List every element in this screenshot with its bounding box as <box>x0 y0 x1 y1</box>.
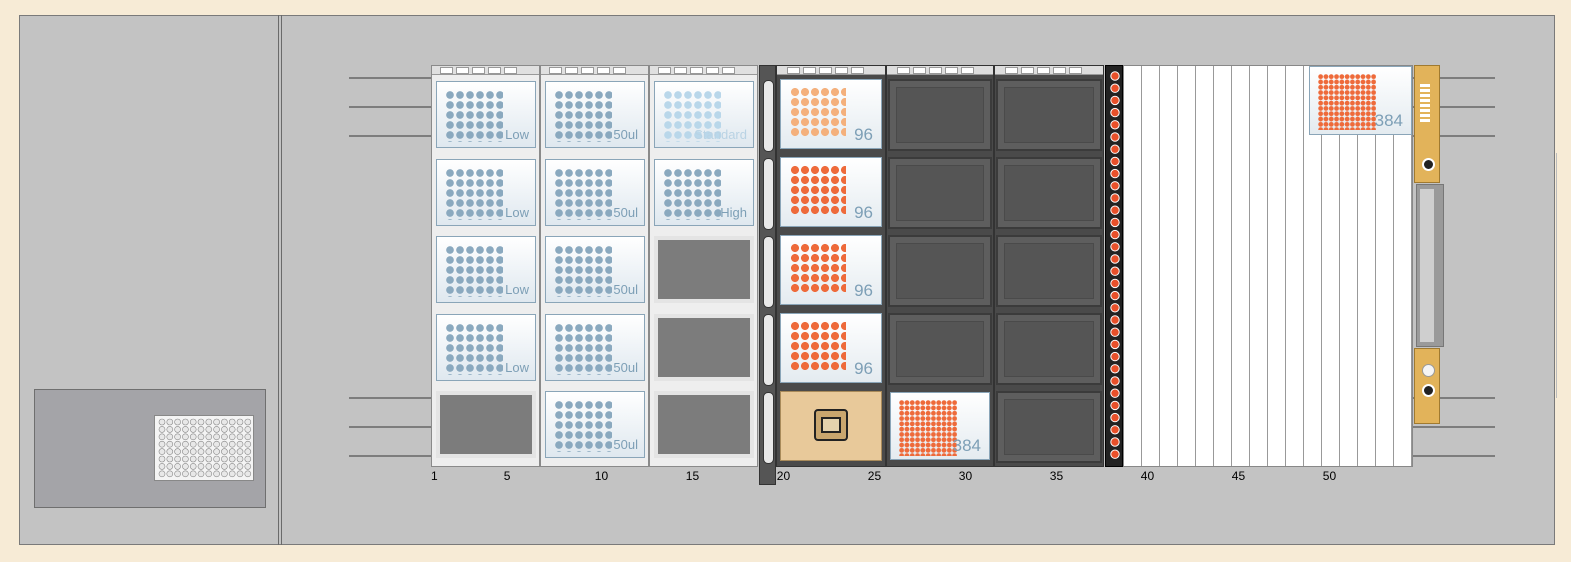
tip-rack[interactable]: 50ul <box>545 236 645 303</box>
tip-rack-label: High <box>720 205 747 220</box>
empty-position[interactable] <box>436 391 536 458</box>
rail <box>349 135 431 137</box>
tube-strip-wells <box>1110 71 1120 459</box>
tip-rack-label: Low <box>505 360 529 375</box>
rail <box>349 77 431 79</box>
plate-96[interactable]: 96 <box>780 157 882 227</box>
plate-384[interactable]: 384 <box>1309 66 1412 135</box>
plate-position[interactable] <box>996 235 1102 307</box>
tip-rack[interactable]: 50ul <box>545 159 645 226</box>
trough-carrier[interactable] <box>759 65 776 485</box>
tube-strip[interactable] <box>1105 65 1123 467</box>
plate-384[interactable]: 384 <box>890 392 990 460</box>
axis-tick-label: 20 <box>776 469 791 483</box>
rail <box>1413 77 1495 79</box>
plate-position[interactable] <box>888 313 992 385</box>
plate-label: 96 <box>854 359 873 378</box>
shaker-module[interactable] <box>780 391 882 461</box>
tip-rack-label: 50ul <box>613 205 638 220</box>
tip-rack-label: Low <box>505 127 529 142</box>
tip-rack[interactable]: Low <box>436 314 536 381</box>
plate-position[interactable] <box>996 391 1102 463</box>
deck-divider <box>281 15 282 545</box>
rail <box>349 397 431 399</box>
gripper-station-bottom[interactable] <box>1414 348 1440 424</box>
rail <box>1413 455 1495 457</box>
tip-rack[interactable]: 50ul <box>545 314 645 381</box>
plate-label: 384 <box>952 436 981 455</box>
empty-position[interactable] <box>654 236 754 303</box>
tip-rack-label: 50ul <box>613 437 638 452</box>
plate-position[interactable] <box>996 157 1102 229</box>
gripper-pin-icon <box>1422 158 1435 171</box>
shaker-clamp-icon <box>814 409 848 441</box>
tip-rack-label: Standard <box>694 127 747 142</box>
waste-plate-wells <box>158 418 252 478</box>
tip-rack-label: Low <box>505 282 529 297</box>
plate-position[interactable] <box>888 157 992 229</box>
axis-tick-label: 40 <box>1140 469 1155 483</box>
rail <box>349 426 431 428</box>
waste-plate[interactable] <box>154 415 254 481</box>
rail <box>1413 397 1495 399</box>
scroll-edge <box>1556 153 1560 398</box>
plate-label: 96 <box>854 281 873 300</box>
plate-label: 96 <box>854 125 873 144</box>
rail <box>1413 106 1495 108</box>
tip-rack-label: 50ul <box>613 127 638 142</box>
tip-rack-label: 50ul <box>613 360 638 375</box>
axis-tick-label: 50 <box>1322 469 1337 483</box>
tip-rack[interactable]: High <box>654 159 754 226</box>
axis-tick-label: 25 <box>867 469 882 483</box>
tip-rack[interactable]: 50ul <box>545 81 645 148</box>
tip-rack-label: Low <box>505 205 529 220</box>
tip-rack[interactable]: Low <box>436 81 536 148</box>
axis-tick-label: 35 <box>1049 469 1064 483</box>
axis-tick-label: 10 <box>594 469 609 483</box>
plate-position[interactable] <box>996 313 1102 385</box>
axis-tick-label: 5 <box>503 469 511 483</box>
plate-96[interactable]: 96 <box>780 235 882 305</box>
plate-96[interactable]: 96 <box>780 313 882 383</box>
tip-rack[interactable]: Standard <box>654 81 754 148</box>
rail <box>349 455 431 457</box>
tip-rack[interactable]: Low <box>436 159 536 226</box>
axis-tick-label: 30 <box>958 469 973 483</box>
rail <box>1413 135 1495 137</box>
plate-position[interactable] <box>996 79 1102 151</box>
gripper-pin-icon <box>1422 384 1435 397</box>
tip-rack[interactable]: Low <box>436 236 536 303</box>
tip-rack[interactable]: 50ul <box>545 391 645 458</box>
gripper-station-top[interactable] <box>1414 65 1440 183</box>
gripper-pin-icon <box>1422 364 1435 377</box>
plate-label: 384 <box>1374 111 1403 130</box>
plate-position[interactable] <box>888 79 992 151</box>
rail <box>349 106 431 108</box>
left-deck-section <box>19 15 279 545</box>
plate-label: 96 <box>854 203 873 222</box>
plate-96[interactable]: 96 <box>780 79 882 149</box>
axis-tick-label: 45 <box>1231 469 1246 483</box>
plate-position[interactable] <box>888 235 992 307</box>
rail <box>1413 426 1495 428</box>
empty-position[interactable] <box>654 391 754 458</box>
tip-rack-label: 50ul <box>613 282 638 297</box>
gripper-rail[interactable] <box>1416 184 1444 347</box>
axis-tick-label: 15 <box>685 469 700 483</box>
axis-tick-label: 1 <box>431 469 438 483</box>
empty-position[interactable] <box>654 314 754 381</box>
